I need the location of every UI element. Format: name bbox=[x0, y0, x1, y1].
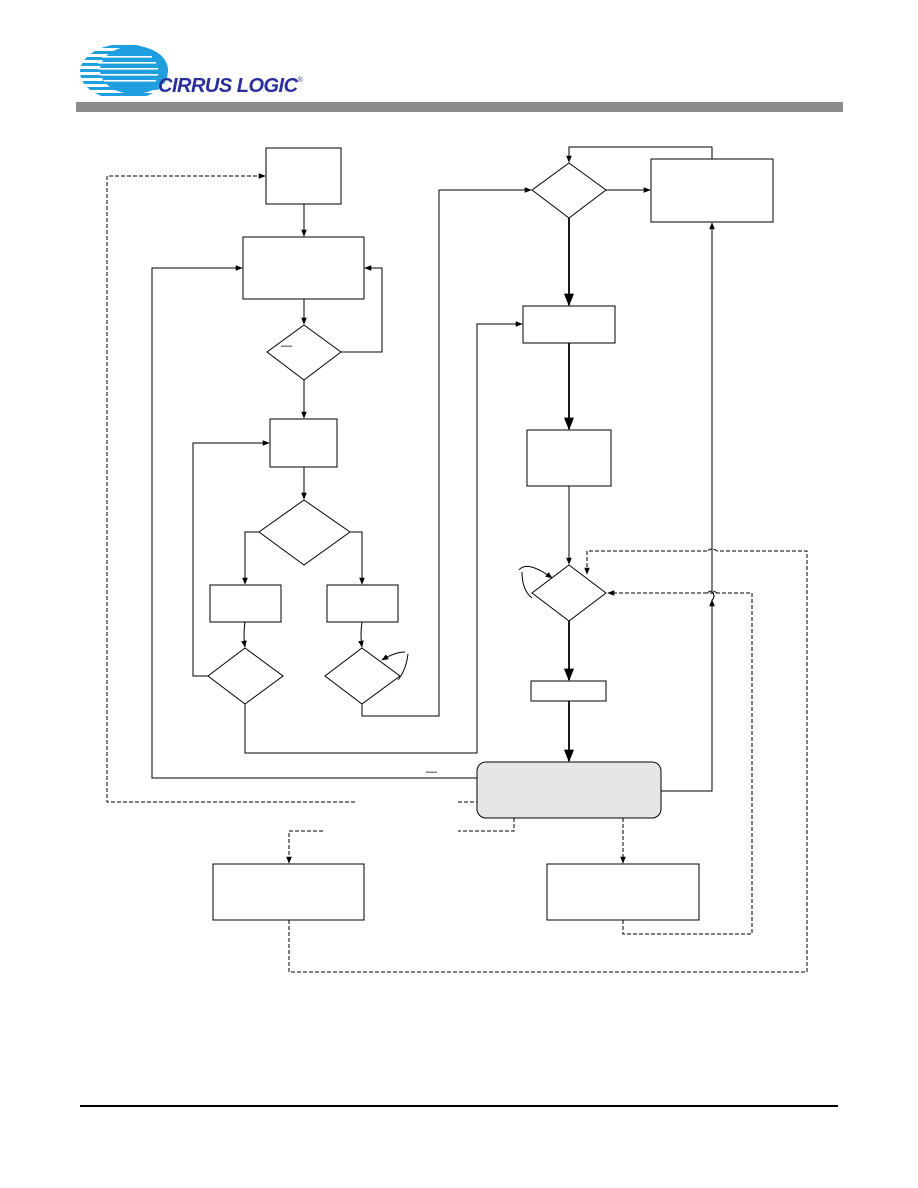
cirrus-logic-globe-icon bbox=[80, 45, 168, 96]
connector bbox=[192, 440, 270, 677]
decision-top-right bbox=[531, 162, 607, 219]
box-tall-right bbox=[526, 429, 612, 487]
connector bbox=[244, 321, 523, 754]
box-process-1 bbox=[242, 236, 365, 300]
dashed-connector bbox=[288, 550, 808, 973]
dashed-connector bbox=[622, 592, 753, 935]
box-top-left bbox=[265, 147, 342, 205]
brand-name: CIRRUS LOGIC bbox=[158, 75, 298, 97]
connector bbox=[241, 621, 247, 648]
box-bottom-left bbox=[212, 863, 365, 921]
connector bbox=[341, 265, 383, 353]
brand-wordmark: CIRRUS LOGIC® bbox=[158, 75, 303, 98]
dashed-connector bbox=[286, 830, 323, 864]
box-left-branch bbox=[209, 584, 282, 623]
connector bbox=[566, 146, 713, 163]
box-bottom-right bbox=[546, 863, 700, 921]
box-mid-right bbox=[522, 305, 616, 344]
annotation-curve bbox=[521, 571, 533, 599]
header-rule bbox=[76, 102, 843, 112]
connector bbox=[661, 599, 715, 792]
dashed-connector bbox=[584, 550, 707, 575]
annotation-curve bbox=[518, 565, 553, 579]
dashed-connector bbox=[706, 548, 718, 552]
footer-rule bbox=[80, 1105, 838, 1107]
connector bbox=[242, 531, 259, 585]
decision-left bbox=[207, 647, 284, 705]
connector bbox=[361, 187, 532, 717]
page-header: CIRRUS LOGIC® bbox=[0, 0, 918, 120]
overbar-label: — bbox=[426, 766, 437, 778]
box-small-1 bbox=[269, 418, 338, 468]
registered-mark: ® bbox=[297, 77, 303, 84]
decision-lower-right bbox=[531, 564, 607, 622]
box-top-right bbox=[650, 158, 774, 223]
decision-2 bbox=[258, 499, 351, 566]
box-thin-right bbox=[530, 680, 607, 702]
decision-1 bbox=[266, 324, 342, 381]
annotation-curve bbox=[381, 651, 406, 661]
dashed-connector bbox=[706, 590, 718, 594]
dashed-connector bbox=[106, 173, 355, 803]
state-central bbox=[476, 761, 662, 819]
decision-1-label: — bbox=[281, 340, 292, 352]
annotation-curve bbox=[397, 653, 409, 681]
connector bbox=[709, 222, 715, 601]
connector bbox=[358, 621, 364, 648]
box-right-branch bbox=[326, 584, 399, 623]
connector bbox=[151, 265, 477, 779]
dashed-connector bbox=[458, 818, 515, 832]
connector bbox=[350, 531, 365, 585]
